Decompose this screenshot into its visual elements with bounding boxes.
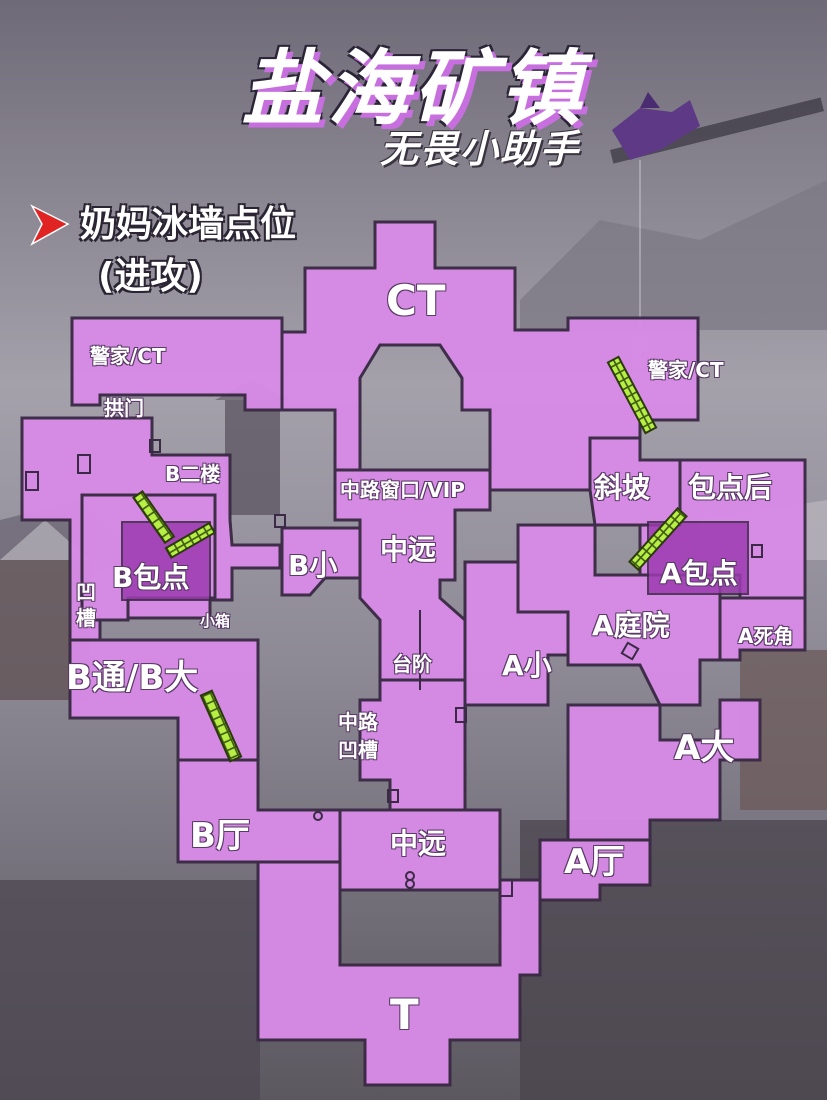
label-mid-far-top: 中远: [380, 533, 437, 566]
map-title: 盐海矿镇: [241, 42, 586, 137]
region-cop-left: [70, 316, 284, 412]
ice-wall-icon: [628, 506, 688, 572]
label-cop-left: 警家/CT: [90, 344, 166, 368]
label-ramp: 斜坡: [594, 471, 651, 504]
label-b-site: B包点: [112, 561, 190, 594]
label-a-dead: A死角: [738, 624, 794, 648]
heading-line2: (进攻): [98, 256, 203, 297]
ice-wall-icon: [199, 689, 243, 763]
label-steps: 台阶: [392, 652, 432, 676]
label-b-groove-1: 凹: [76, 580, 96, 604]
subtitle: 无畏小助手: [380, 127, 581, 171]
label-mid-groove-1: 中路: [338, 710, 378, 734]
ice-walls: [132, 355, 688, 763]
label-a-main: A大: [674, 728, 735, 768]
ice-wall-icon: [132, 490, 176, 545]
label-mid-window: 中路窗口/VIP: [340, 478, 465, 502]
label-a-short: A小: [502, 649, 552, 682]
label-b-upper: B二楼: [165, 462, 221, 486]
label-small-box: 小箱: [200, 612, 231, 630]
region-t: [256, 860, 542, 1087]
region-ramp: [588, 436, 682, 527]
red-arrow-icon: [30, 204, 70, 246]
label-b-main: B通/B大: [66, 658, 199, 698]
label-t: T: [390, 990, 419, 1039]
label-b-hall: B厅: [190, 816, 250, 856]
label-a-hall: A厅: [564, 842, 625, 882]
map-details: [25, 439, 763, 897]
label-mid-groove-2: 凹槽: [338, 738, 378, 762]
label-ct: CT: [386, 276, 446, 325]
label-behind-site: 包点后: [688, 471, 773, 504]
label-mid-far-bottom: 中远: [390, 827, 447, 860]
label-cop-right: 警家/CT: [648, 358, 724, 382]
label-b-groove-2: 槽: [76, 606, 96, 630]
region-a-hall: [538, 838, 652, 902]
region-a-yard: [516, 523, 722, 707]
region-a-dead: [718, 596, 807, 662]
heading-line1: 奶妈冰墙点位: [80, 204, 297, 245]
label-b-short: B小: [288, 549, 338, 582]
ice-wall-icon: [606, 355, 658, 435]
label-a-site: A包点: [660, 557, 738, 590]
ice-wall-icon: [164, 521, 217, 560]
label-arch-gate: 拱门: [104, 396, 144, 420]
label-a-yard: A庭院: [592, 609, 670, 642]
